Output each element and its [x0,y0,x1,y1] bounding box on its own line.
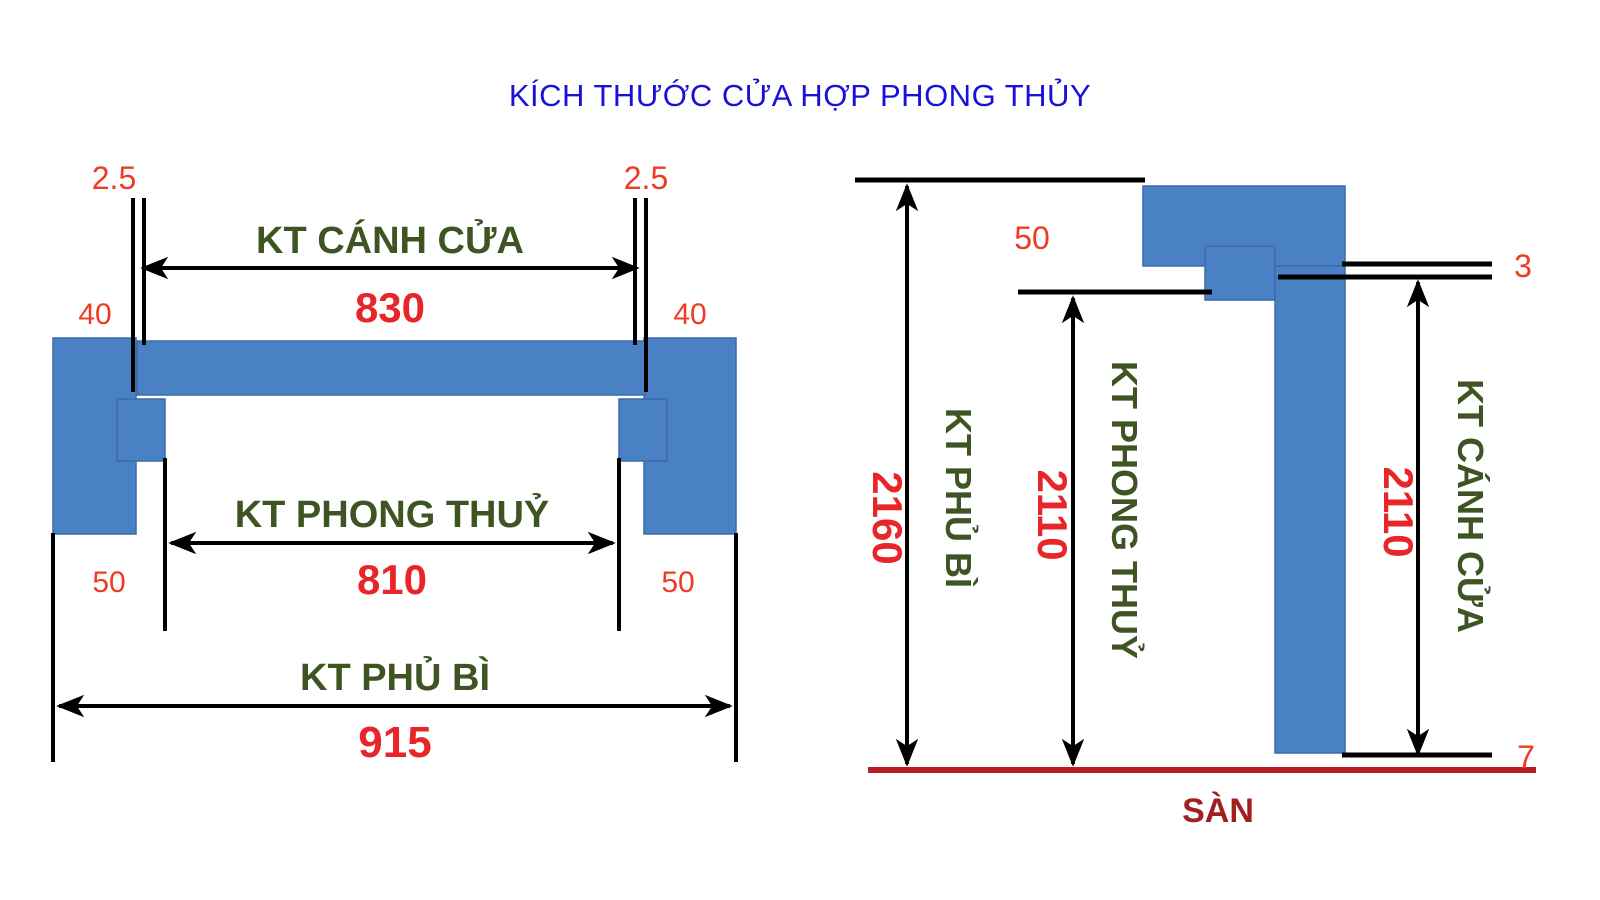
section-note-floor-gap: 7 [1517,739,1535,775]
section-dim-leaf-value: 2110 [1375,466,1422,557]
section-note-head-jamb: 50 [1014,220,1050,256]
plan-dim-opening-value: 810 [357,556,427,603]
plan-note-gap-right: 2.5 [624,160,668,196]
plan-note-jamb-right: 40 [673,298,706,331]
plan-door-leaf-rail [136,340,646,396]
section-dim-fengshui-name: KT PHONG THUỶ [1104,361,1145,659]
plan-note-reveal-right: 50 [661,566,694,599]
plan-left-stop-block [116,398,166,462]
plan-dim-leaf-value: 830 [355,284,425,331]
section-dim-overall-value: 2160 [864,471,911,564]
plan-dim-overall-value: 915 [358,718,431,767]
section-door-leaf [1274,265,1346,754]
section-dim-overall-name: KT PHỦ BÌ [938,408,980,588]
plan-dim-opening-name: KT PHONG THUỶ [235,492,550,536]
plan-note-reveal-left: 50 [92,566,125,599]
section-view-group: KT PHỦ BÌ 2160 KT PHONG THUỶ 2110 KT CÁN… [855,177,1536,830]
plan-right-stop-block [618,398,668,462]
section-stop-block [1204,245,1276,301]
section-floor-label: SÀN [1182,792,1254,830]
plan-view-group: KT CÁNH CỬA 830 KT PHONG THUỶ 810 KT PHỦ… [51,160,738,767]
plan-dim-leaf-name: KT CÁNH CỬA [256,218,524,262]
plan-note-gap-left: 2.5 [92,160,136,196]
section-dim-leaf-name: KT CÁNH CỬA [1450,379,1492,633]
page-title: KÍCH THƯỚC CỬA HỢP PHONG THỦY [508,78,1092,113]
section-note-top-gap: 3 [1514,248,1532,284]
plan-note-jamb-left: 40 [78,298,111,331]
plan-dim-overall-name: KT PHỦ BÌ [300,655,490,699]
section-dim-fengshui-value: 2110 [1029,469,1076,560]
